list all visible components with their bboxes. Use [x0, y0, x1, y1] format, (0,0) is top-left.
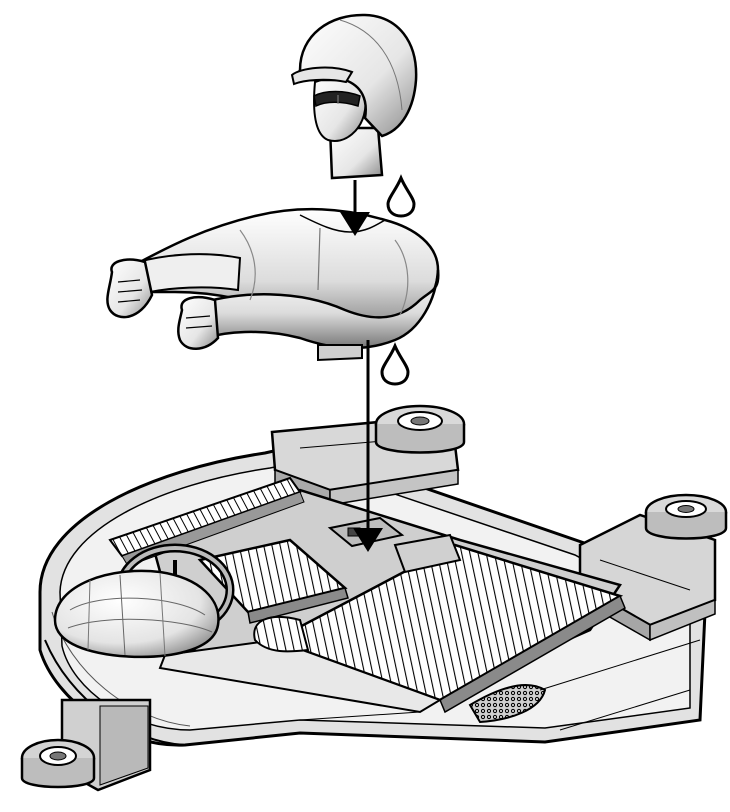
glue-drop-icon [388, 178, 414, 216]
driver-torso-part [107, 209, 438, 360]
dashboard-dome [55, 571, 218, 657]
right-hand [178, 297, 218, 349]
left-hand [107, 260, 152, 318]
chassis-cockpit-part [22, 406, 726, 790]
glue-drop-icon [382, 346, 408, 384]
driver-head-part [292, 15, 416, 178]
front-mount-post [22, 700, 150, 790]
